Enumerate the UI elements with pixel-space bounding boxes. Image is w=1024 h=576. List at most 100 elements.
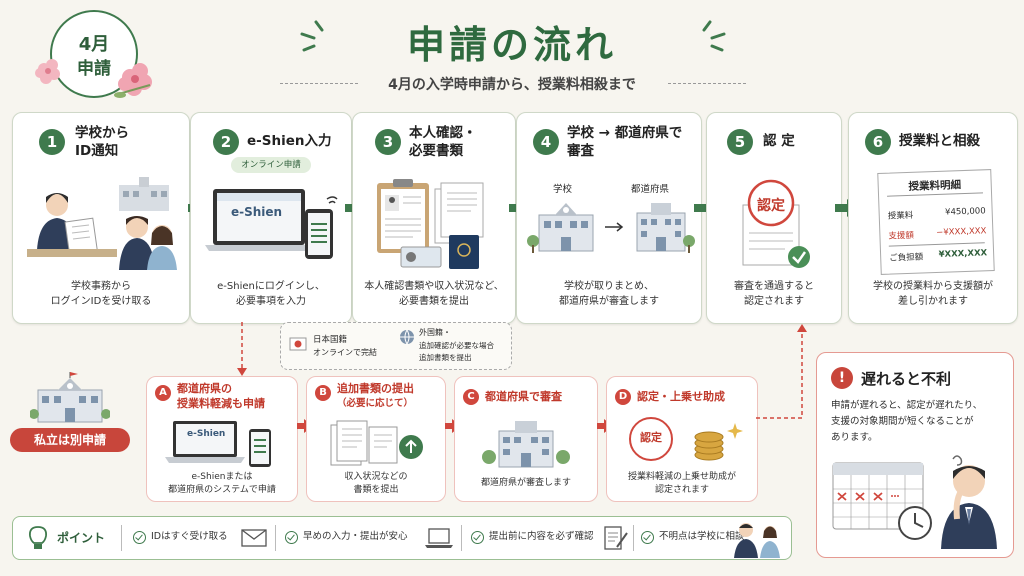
private-step-a-letter: A	[155, 385, 171, 401]
consulting-people-icon	[734, 523, 780, 558]
envelope-icon	[241, 529, 267, 547]
small-approval-stamp-label: 認定	[640, 431, 662, 444]
foreign-nationality-action: 追加書類を提出	[419, 353, 472, 362]
laptop-phone-illustration-icon	[205, 189, 338, 259]
warning-title: 遅れると不利	[861, 370, 952, 388]
step-2-desc-line2: 必要事項を入力	[236, 296, 306, 307]
step-6-desc-line2: 差し引かれます	[898, 296, 968, 307]
step-3-desc-line1: 本人確認書類や収入状況など、	[364, 281, 504, 292]
check-icon	[133, 531, 146, 544]
check-icon	[641, 531, 654, 544]
private-step-b-card: B 追加書類の提出 （必要に応じて） 収入状況などの 書類を提出	[306, 376, 446, 502]
private-step-a-desc-line1: e-Shienまたは	[191, 472, 253, 482]
approval-document-illustration-icon	[742, 179, 810, 268]
step-2-number: 2	[213, 129, 239, 155]
private-step-c-title: 都道府県で審査	[485, 390, 562, 403]
private-school-building-icon	[30, 372, 110, 423]
private-step-b-desc-line2: 書類を提出	[353, 485, 399, 495]
private-step-d-title: 認定・上乗せ助成	[637, 390, 725, 403]
step-6-title: 授業料と相殺	[899, 133, 980, 149]
step-6-number: 6	[865, 129, 891, 155]
foreign-nationality-condition: 追加確認が必要な場合	[419, 341, 494, 350]
tuition-statement: 授業料明細 授業料 ¥450,000 支援額 −¥XXX,XXX ご負担額 ¥X…	[877, 169, 995, 275]
step-2-desc-line1: e-Shienにログインし、	[217, 281, 325, 292]
statement-row-support-label: 支援額	[888, 230, 915, 242]
step-6-desc-line1: 学校の授業料から支援額が	[873, 281, 993, 292]
japan-nationality-note: オンラインで完結	[313, 348, 377, 357]
step-4-card: 4 学校 → 都道府県で 審査 学校 都道府県 学校が取りまとめ、 都道府県が審…	[516, 112, 702, 324]
laptop-screen-label: e-Shien	[231, 205, 283, 219]
step-2-title: e-Shien入力	[247, 133, 332, 149]
private-school-badge: 私立は別申請	[10, 428, 130, 452]
step-5-card: 5 認 定 認定 審査を通過すると 認定されます	[706, 112, 842, 324]
private-step-a-desc-line2: 都道府県のシステムで申請	[168, 485, 276, 495]
document-pen-icon	[604, 526, 628, 550]
japan-flag-icon	[289, 337, 307, 351]
statement-row-payment-label: ご負担額	[889, 252, 924, 264]
private-step-b-title-line1: 追加書類の提出	[337, 382, 414, 395]
warning-text-line1: 申請が遅れると、認定が遅れたり、	[831, 400, 983, 411]
step-4-desc-line1: 学校が取りまとめ、	[564, 281, 654, 292]
month-badge: 4月 申請	[50, 10, 138, 98]
private-step-a-title-line1: 都道府県の	[177, 382, 232, 395]
page-title: 申請の流れ	[406, 23, 617, 67]
lightbulb-icon	[29, 526, 47, 549]
laptop-icon	[425, 528, 453, 548]
school-office-illustration-icon	[27, 177, 177, 270]
subtitle-divider-left	[280, 83, 358, 84]
warning-text-line2: 支援の対象期間が短くなることが	[831, 416, 974, 427]
sparkle-left-icon	[300, 20, 324, 52]
step-6-card: 6 授業料と相殺 授業料明細 授業料 ¥450,000 支援額 −¥XXX,XX…	[848, 112, 1018, 324]
private-step-d-desc-line2: 認定されます	[654, 485, 709, 495]
step-1-title-line1: 学校から	[75, 125, 129, 141]
step-5-title: 認 定	[763, 133, 795, 149]
school-to-prefecture-illustration-icon	[527, 203, 695, 253]
statement-row-payment-value: ¥XXX,XXX	[938, 248, 988, 260]
check-icon	[285, 531, 298, 544]
points-bar: ポイント IDはすぐ受け取る 早めの入力・提出が安心 提出前に内容を必ず確認 不…	[12, 516, 792, 560]
step-4-desc-line2: 都道府県が審査します	[559, 296, 659, 307]
dashed-return-connector	[756, 324, 807, 419]
private-step-b-desc-line1: 収入状況などの	[344, 472, 408, 482]
step-5-number: 5	[727, 129, 753, 155]
step-3-number: 3	[375, 129, 401, 155]
points-label: ポイント	[57, 531, 106, 545]
step-3-card: 3 本人確認・ 必要書類 本人確認書類や収入状況など、 必要書類を提出	[352, 112, 516, 324]
foreign-nationality-label: 外国籍・	[419, 328, 451, 337]
private-step-c-desc: 都道府県が審査します	[480, 478, 571, 488]
private-step-a-card: A 都道府県の 授業料軽減も申請 e-Shien e-Shienまたは 都道府県…	[146, 376, 298, 502]
step-1-desc-line2: ログインIDを受け取る	[50, 296, 152, 307]
private-step-b-title-line2: （必要に応じて）	[337, 398, 414, 409]
point-item-4: 不明点は学校に相談	[659, 531, 745, 542]
point-item-1: IDはすぐ受け取る	[151, 531, 228, 542]
step-4-title-line2: 審査	[567, 143, 594, 159]
prefecture-building-icon	[482, 421, 570, 468]
step-2-card: 2 e-Shien入力 オンライン申請 e-Shien e-Shienにログイン…	[190, 112, 352, 324]
late-warning-box: ! 遅れると不利 申請が遅れると、認定が遅れたり、 支援の対象期間が短くなること…	[816, 352, 1014, 558]
documents-illustration-icon	[377, 179, 484, 269]
dashed-branch-connector	[237, 322, 247, 376]
laptop-phone-small-icon	[165, 421, 271, 467]
step-1-desc-line1: 学校事務から	[71, 281, 131, 292]
step-3-title-line2: 必要書類	[409, 143, 463, 159]
step-3-desc-line2: 必要書類を提出	[399, 296, 469, 307]
subtitle-divider-right	[668, 83, 746, 84]
step-4-number: 4	[533, 129, 559, 155]
step-5-desc-line1: 審査を通過すると	[734, 281, 814, 292]
badge-label: 申請	[77, 59, 111, 79]
point-item-3: 提出前に内容を必ず確認	[489, 531, 594, 542]
step-3-title-line1: 本人確認・	[409, 125, 477, 141]
private-step-d-desc-line1: 授業料軽減の上乗せ助成が	[627, 472, 736, 482]
statement-row-support-value: −¥XXX,XXX	[936, 226, 987, 238]
online-application-tag: オンライン申請	[231, 157, 311, 173]
school-label: 学校	[553, 184, 573, 195]
page-subtitle: 4月の入学時申請から、授業料相殺まで	[388, 77, 636, 93]
private-step-a-title-line2: 授業料軽減も申請	[177, 397, 265, 410]
step-1-title-line2: ID通知	[75, 143, 119, 159]
warning-text-line3: あります。	[831, 432, 878, 443]
nationality-note: 日本国籍 オンラインで完結 外国籍・ 追加確認が必要な場合 追加書類を提出	[280, 322, 512, 370]
step-4-title-line1: 学校 → 都道府県で	[567, 125, 683, 141]
japan-nationality-label: 日本国籍	[313, 335, 348, 345]
check-icon	[471, 531, 484, 544]
private-step-d-letter: D	[615, 389, 631, 405]
